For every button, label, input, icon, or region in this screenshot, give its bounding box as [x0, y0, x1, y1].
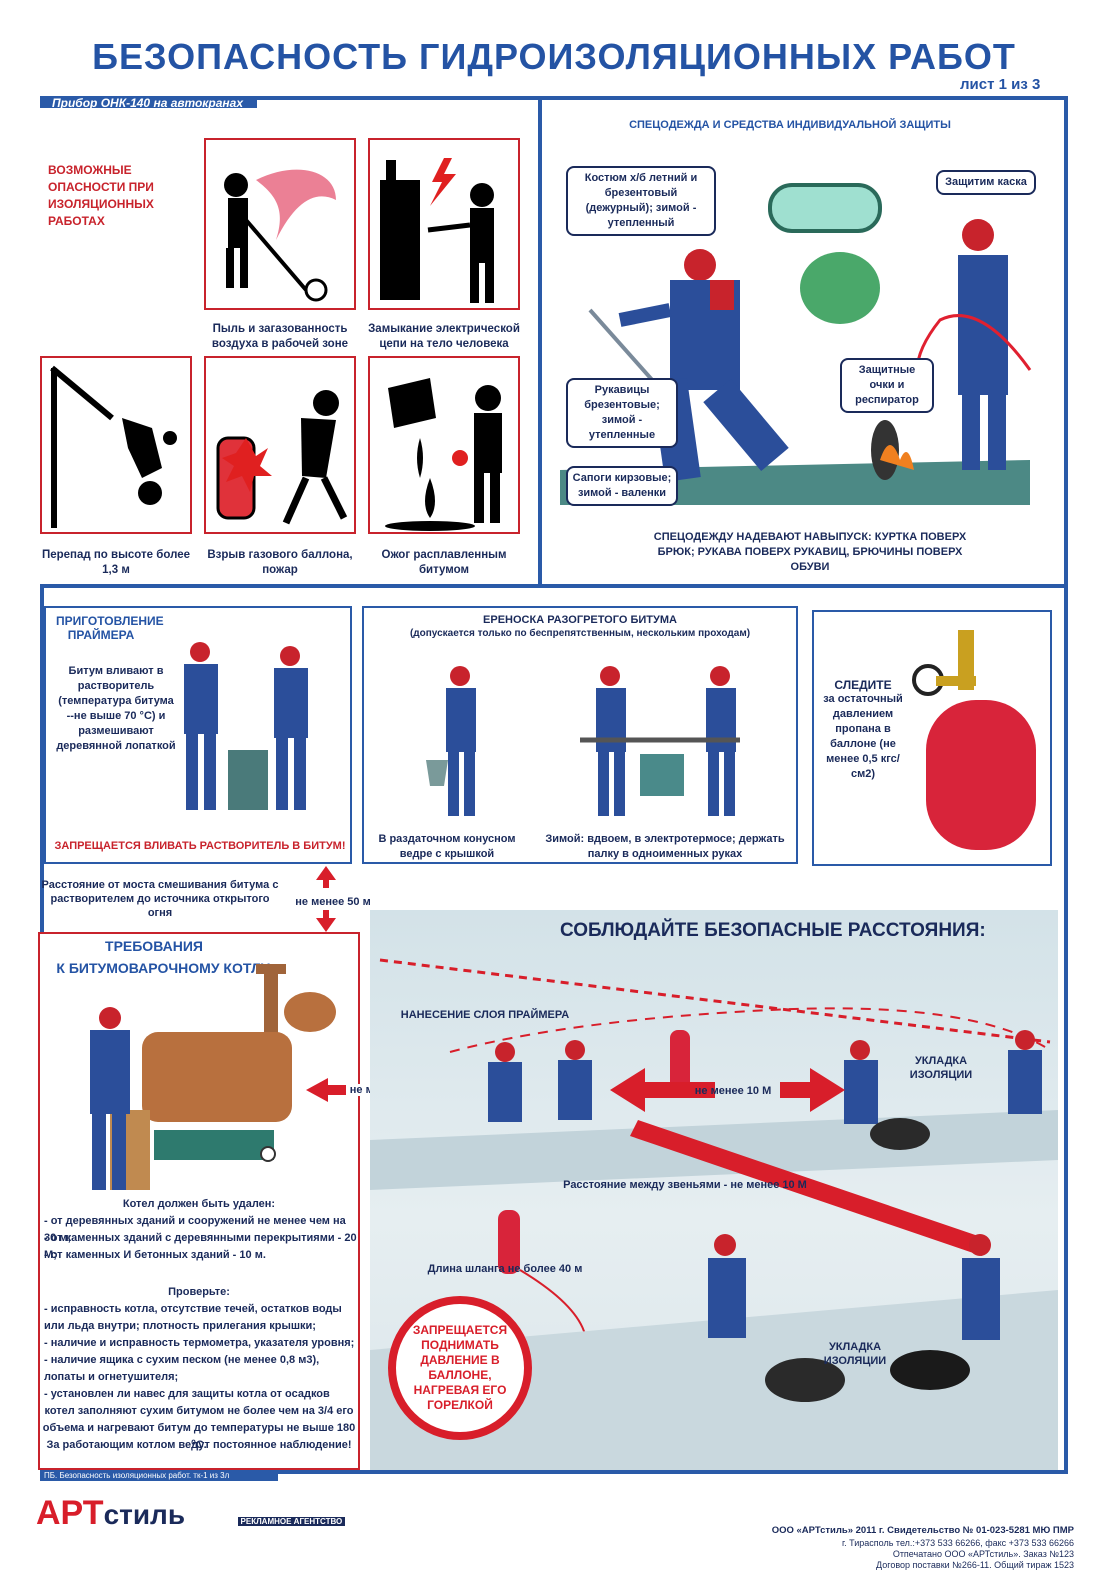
hazard-caption-height: Перепад по высоте более 1,3 м [41, 549, 191, 576]
primer-text: Битум вливают в растворитель (температур… [56, 665, 176, 752]
ppe-callout-gloves: Рукавицы брезентовые; зимой - утепленные [566, 378, 678, 448]
distance-text: Расстояние от моста смешивания битума с … [41, 879, 279, 919]
boiler-illustration [90, 964, 336, 1190]
boiler-check-item: лопаты и огнетушителя; [44, 1371, 179, 1383]
boiler-check-item: - исправность котла, отсутствие течей, о… [44, 1303, 342, 1315]
boiler-watch-note: За работающим котлом ведут постоянное на… [46, 1439, 352, 1451]
gas-explosion-icon [216, 390, 348, 525]
boiler-check-item: - установлен ли навес для защиты котла о… [44, 1388, 330, 1400]
logo-subtitle: РЕКЛАМНОЕ АГЕНТСТВО [237, 1517, 346, 1526]
carry-illustration [426, 666, 740, 816]
ppe-callout-helmet: Защитим каска [936, 170, 1036, 195]
distance-value: не менее 50 м [295, 896, 371, 908]
scene-label-laying-2: УКЛАДКА ИЗОЛЯЦИИ [823, 1341, 887, 1367]
logo-part-a: АРТ [36, 1494, 104, 1532]
boiler-remove-title: Котел должен быть удален: [122, 1198, 276, 1210]
hazard-card-dust [204, 138, 356, 310]
hazard-card-explosion [204, 356, 356, 534]
hazard-caption-explosion: Взрыв газового баллона, пожар [207, 549, 353, 576]
primer-warning: ЗАПРЕЩАЕТСЯ ВЛИВАТЬ РАСТВОРИТЕЛЬ В БИТУМ… [54, 840, 346, 852]
carry-caption-left: В раздаточном конусном ведре с крышкой [378, 833, 516, 860]
footer-line: ООО «АРТстиль» 2011 г. Свидетельство № 0… [771, 1525, 1074, 1536]
carry-heading: ЕРЕНОСКА РАЗОГРЕТОГО БИТУМА [483, 614, 677, 626]
boiler-fill-line: котел заполняют сухим битумом не более ч… [44, 1405, 354, 1417]
scene-label-primer-layer: НАНЕСЕНИЕ СЛОЯ ПРАЙМЕРА [400, 1009, 570, 1021]
hazards-heading: ВОЗМОЖНЫЕ ОПАСНОСТИ ПРИ ИЗОЛЯЦИОННЫХ РАБ… [48, 163, 154, 228]
logo: АРТстиль РЕКЛАМНОЕ АГЕНТСТВО [36, 1494, 346, 1533]
boiler-check-item: - наличие и исправность термометра, указ… [44, 1337, 355, 1349]
footer-code: ПБ. Безопасность изоляционных работ. тк-… [40, 1470, 278, 1481]
ppe-note: СПЕЦОДЕЖДУ НАДЕВАЮТ НАВЫПУСК: КУРТКА ПОВ… [653, 531, 967, 573]
logo-part-b: стиль [103, 1499, 186, 1530]
page-title: БЕЗОПАСНОСТЬ ГИДРОИЗОЛЯЦИОННЫХ РАБОТ [92, 36, 1016, 77]
hazard-caption-burn: Ожог расплавленным битумом [381, 549, 507, 576]
carry-caption-right: Зимой: вдвоем, в электротермосе; держать… [545, 833, 785, 860]
boiler-fill-line: объема и нагревают битум до температуры … [42, 1422, 356, 1451]
footer-line: г. Тирасполь тел.:+373 533 66266, факс +… [841, 1538, 1074, 1548]
boiler-heading-1: ТРЕБОВАНИЯ [105, 938, 203, 954]
carry-subheading: (допускается только по беспрепятственным… [409, 628, 751, 639]
boiler-check-item: - наличие ящика с сухим песком (не менее… [44, 1354, 320, 1366]
hazard-caption-electric: Замыкание электрической цепи на тело чел… [368, 323, 520, 350]
hazard-caption-dust: Пыль и загазованность воздуха в рабочей … [211, 323, 349, 350]
ppe-callout-glasses: Защитные очки и респиратор [840, 358, 934, 413]
hazard-card-electric [368, 138, 520, 310]
forbidden-text: ЗАПРЕЩАЕТСЯ ПОДНИМАТЬ ДАВЛЕНИЕ В БАЛЛОНЕ… [412, 1323, 508, 1412]
sheet-number: лист 1 из 3 [960, 76, 1041, 93]
double-arrow-vertical-icon [316, 866, 336, 932]
fall-from-height-icon [50, 365, 177, 528]
gas-text: за остаточный давлением пропана в баллон… [823, 693, 903, 780]
ppe-callout-boots: Сапоги кирзовые; зимой - валенки [566, 466, 678, 506]
hazard-card-burn [368, 356, 520, 534]
footer-line: Отпечатано ООО «АРТстиль». Заказ №123 [892, 1549, 1074, 1559]
boiler-check-title: Проверьте: [168, 1286, 230, 1298]
panel-divider-h [40, 584, 1068, 588]
scene-hose-label: Длина шланга не более 40 м [427, 1263, 583, 1275]
boiler-remove-item: - от каменных И бетонных зданий - 10 м. [44, 1249, 266, 1261]
bitumen-burn-icon [385, 378, 502, 531]
dust-icon [224, 169, 336, 302]
boiler-remove-item: - от деревянных зданий и сооружений не м… [44, 1215, 346, 1244]
gas-heading: СЛЕДИТЕ [834, 678, 892, 692]
forbidden-sign: ЗАПРЕЩАЕТСЯ ПОДНИМАТЬ ДАВЛЕНИЕ В БАЛЛОНЕ… [388, 1296, 532, 1440]
primer-heading: ПРИГОТОВЛЕНИЕ ПРАЙМЕРА [56, 614, 164, 642]
primer-illustration [184, 642, 308, 810]
gas-cylinder-icon [912, 630, 1036, 850]
panel-divider [538, 100, 542, 586]
electric-shock-icon [380, 158, 494, 303]
ppe-heading: СПЕЦОДЕЖДА И СРЕДСТВА ИНДИВИДУАЛЬНОЙ ЗАЩ… [629, 119, 951, 131]
boiler-check-item: или льда внутри; плотность прилегания кр… [44, 1320, 316, 1332]
scene-illustration [370, 958, 1058, 1470]
poster-frame [40, 96, 1068, 1474]
scene-gap-label: не менее 10 М [694, 1085, 772, 1097]
ppe-callout-suit: Костюм х/б летний и брезентовый (дежурны… [566, 166, 716, 236]
scene-title: СОБЛЮДАЙТЕ БЕЗОПАСНЫЕ РАССТОЯНИЯ: [560, 920, 986, 941]
boiler-remove-item: - от каменных зданий с деревянными перек… [44, 1232, 357, 1261]
scene-between-label: Расстояние между звеньями - не менее 10 … [563, 1179, 807, 1191]
hazard-card-height [40, 356, 192, 534]
footer-line: Договор поставки №266-11. Общий тираж 15… [876, 1560, 1074, 1570]
boiler-heading-2: К БИТУМОВАРОЧНОМУ КОТЛУ [56, 960, 270, 976]
scene-label-laying-1: УКЛАДКА ИЗОЛЯЦИИ [909, 1055, 973, 1081]
